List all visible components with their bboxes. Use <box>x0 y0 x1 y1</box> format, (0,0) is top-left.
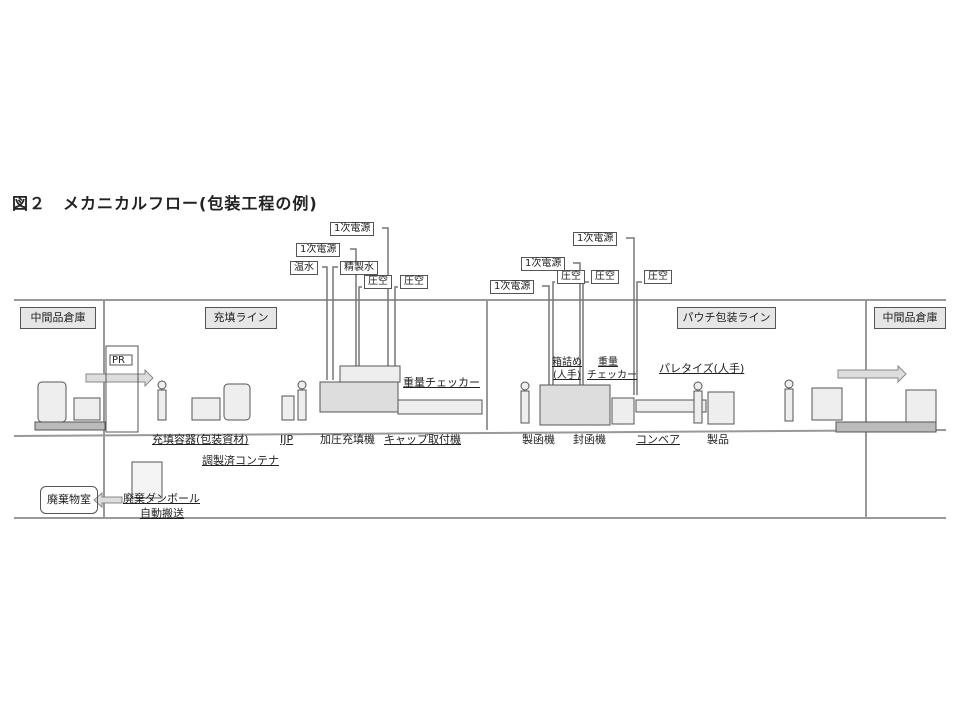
utility-air-tag: 圧空 <box>400 275 428 289</box>
utility-power-tag: 1次電源 <box>521 257 566 271</box>
label-palletize: パレタイズ(人手) <box>659 362 745 375</box>
zone-pouch-line: パウチ包装ライン <box>677 307 776 329</box>
utility-air-tag: 圧空 <box>591 270 619 284</box>
label-container: 充填容器(包装資材) <box>152 433 249 446</box>
utility-air-tag: 圧空 <box>557 270 585 284</box>
label-case-former: 製函機 <box>522 433 555 446</box>
label-weight-checker-2: 重量 <box>598 357 618 368</box>
label-case-sealer: 封函機 <box>573 433 606 446</box>
label-auto-transport: 自動搬送 <box>140 507 184 520</box>
zone-filling-line: 充填ライン <box>205 307 277 329</box>
equipment-shapes <box>34 345 937 499</box>
utility-air-tag: 圧空 <box>364 275 392 289</box>
label-pressure-filler: 加圧充填機 <box>320 433 375 446</box>
utility-hot-water-tag: 温水 <box>290 261 318 275</box>
label-prepared-container: 調製済コンテナ <box>202 454 279 467</box>
utility-power-tag: 1次電源 <box>573 232 618 246</box>
transfer-arrows <box>85 364 907 509</box>
figure-title: 図２ メカニカルフロー(包装工程の例) <box>12 194 318 213</box>
utility-power-tag: 1次電源 <box>490 280 535 294</box>
label-ijp: IJP <box>280 433 294 446</box>
utility-power-tag: 1次電源 <box>296 243 341 257</box>
utility-power-tag: 1次電源 <box>330 222 375 236</box>
zone-warehouse-left: 中間品倉庫 <box>20 307 96 329</box>
label-product: 製品 <box>707 433 729 446</box>
label-capper: キャップ取付機 <box>384 433 461 446</box>
label-weight-checker: 重量チェッカー <box>403 376 480 389</box>
utility-air-tag: 圧空 <box>644 270 672 284</box>
label-weight-checker-2b: チェッカー <box>587 370 637 381</box>
pr-label: PR <box>112 355 125 366</box>
structure-lines <box>13 299 947 519</box>
utility-purified-water-tag: 精製水 <box>340 261 378 275</box>
label-boxing: 箱詰め <box>552 357 582 368</box>
label-conveyor: コンベア <box>636 433 680 446</box>
label-waste-cardboard: 廃棄ダンボール <box>123 492 200 505</box>
label-boxing-manual: (人手) <box>553 370 581 381</box>
waste-room: 廃棄物室 <box>40 486 98 514</box>
zone-warehouse-right: 中間品倉庫 <box>874 307 946 329</box>
